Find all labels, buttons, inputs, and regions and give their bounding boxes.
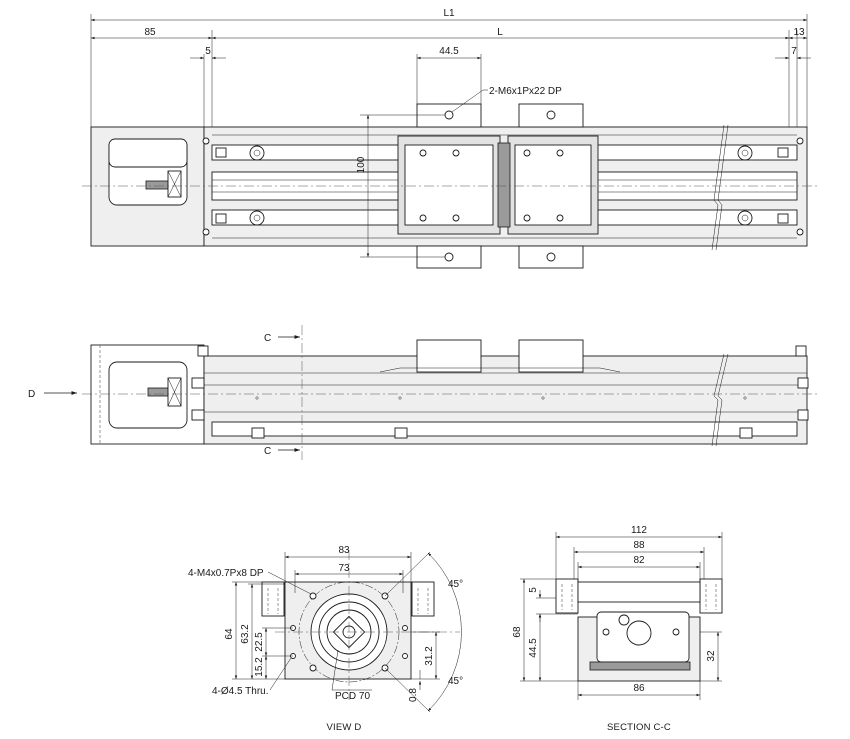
dim-73: 73: [338, 563, 350, 574]
dim-5-left: 5: [205, 46, 211, 57]
dim-83: 83: [338, 545, 350, 556]
callout-table-tap: 2-M6x1Px22 DP: [489, 86, 562, 97]
front-view: C C D: [28, 325, 818, 460]
dim-l: L: [497, 27, 503, 38]
dim-152: 15.2: [254, 657, 265, 677]
callout-pcd: PCD 70: [335, 691, 370, 702]
dim-88: 88: [633, 540, 645, 551]
dim-445-section: 44.5: [528, 638, 539, 658]
callout-thru-holes: 4-Ø4.5 Thru.: [212, 686, 269, 697]
dim-l1: L1: [443, 8, 455, 19]
callout-motor-tap: 4-M4x0.7Px8 DP: [188, 568, 264, 579]
angle-arc: [427, 552, 462, 712]
dim-225: 22.5: [254, 632, 265, 652]
section-cc: 112 88 82 68 44.5 5 32 86 SECTION C-C: [512, 525, 723, 733]
caption-view-d: VIEW D: [327, 722, 362, 733]
dim-68: 68: [512, 626, 523, 638]
dim-64: 64: [224, 628, 235, 640]
dim-82: 82: [633, 555, 645, 566]
view-d: 83 73 64 63.2 22.5 15.2 31.2 0.8 45° 45°: [188, 545, 463, 733]
angle-45-bottom: 45°: [448, 676, 463, 687]
view-marker-d: D: [28, 389, 35, 400]
dim-5-section: 5: [528, 587, 539, 593]
dim-632: 63.2: [240, 624, 251, 644]
section-marker-c-top: C: [264, 333, 271, 344]
dim-86: 86: [633, 683, 645, 694]
dim-7: 7: [791, 46, 797, 57]
dim-112: 112: [631, 525, 647, 536]
dim-100: 100: [356, 156, 367, 173]
angle-45-top: 45°: [448, 579, 463, 590]
dim-85: 85: [144, 27, 156, 38]
dim-445-top: 44.5: [439, 46, 459, 57]
section-marker-c-bottom: C: [264, 446, 271, 457]
caption-section-cc: SECTION C-C: [607, 722, 671, 733]
dim-32: 32: [706, 650, 717, 662]
dim-312: 31.2: [424, 646, 435, 666]
dim-08: 0.8: [408, 688, 419, 702]
dim-13: 13: [793, 27, 805, 38]
top-view: L1 85 L 13 5 7 44.5: [82, 8, 818, 269]
